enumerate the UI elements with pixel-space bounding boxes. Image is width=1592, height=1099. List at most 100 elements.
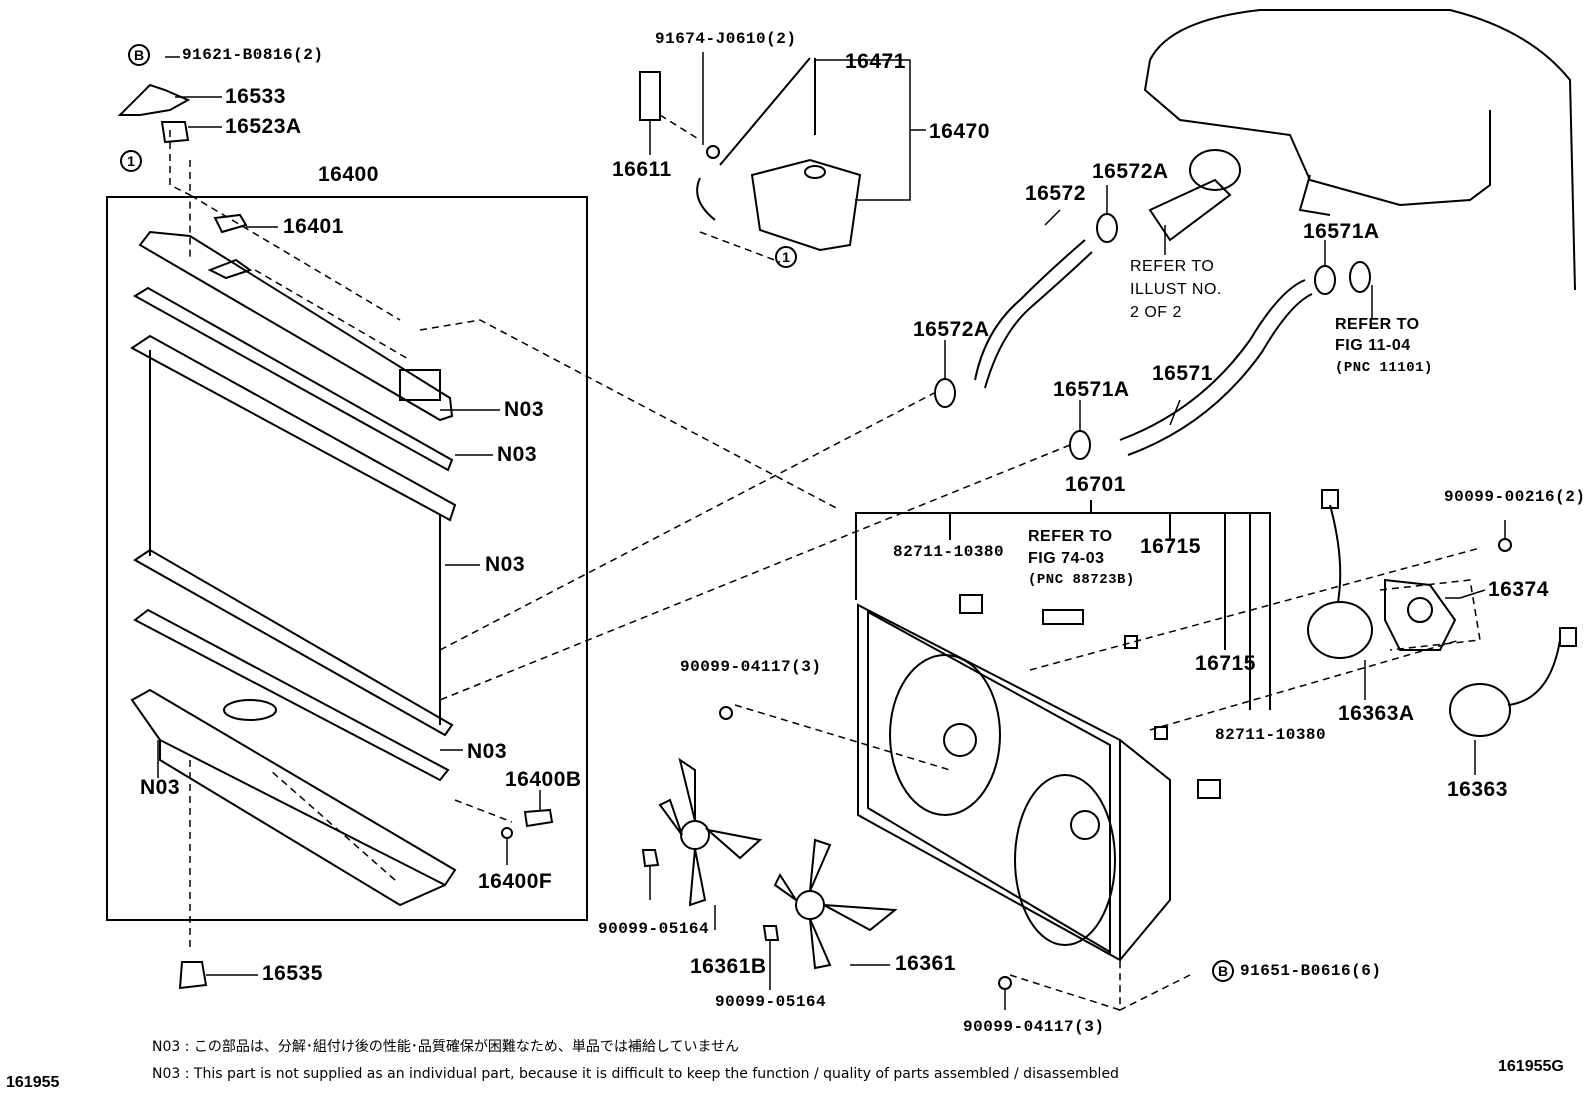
bolt	[1498, 538, 1512, 552]
cushion-16535	[178, 961, 208, 990]
nut	[762, 925, 780, 941]
radiator-cap	[213, 213, 248, 234]
label-16701: 16701	[1065, 473, 1126, 496]
drain-cock	[523, 808, 554, 828]
hose-clamp	[934, 378, 956, 408]
label-16715-a: 16715	[1140, 535, 1201, 558]
label-16470: 16470	[929, 120, 990, 143]
fan-assembly-bracket	[855, 512, 1271, 710]
bolt	[998, 976, 1012, 990]
water-outlet	[1148, 178, 1232, 242]
note-english: N03 : This part is not supplied as an in…	[152, 1066, 1119, 1082]
ref-fig7403-2: FIG 74-03	[1028, 550, 1105, 567]
label-n03-core: N03	[485, 553, 526, 576]
callout-b-lower: B	[1212, 960, 1234, 982]
label-16533: 16533	[225, 85, 286, 108]
fan-16361	[773, 838, 898, 970]
label-90099-00216: 90099-00216(2)	[1444, 488, 1586, 506]
label-16571a-low: 16571A	[1053, 378, 1130, 401]
label-pnc-88723b	[1042, 609, 1084, 625]
reservoir-bracket	[639, 71, 661, 121]
ref-fig7403-1: REFER TO	[1028, 528, 1113, 545]
label-90099-05164-b: 90099-05164	[715, 993, 827, 1011]
cushion-16523A	[160, 121, 190, 144]
bolt	[719, 706, 733, 720]
label-16523a: 16523A	[225, 115, 302, 138]
hose-clamp	[1069, 430, 1091, 460]
label-16361: 16361	[895, 952, 956, 975]
radiator-core	[130, 334, 457, 737]
label-90099-04117-b: 90099-04117(3)	[963, 1018, 1105, 1036]
lower-gasket	[133, 608, 450, 782]
reservoir-tank	[750, 158, 862, 252]
clip-16715-b	[1154, 726, 1168, 740]
lower-radiator-hose	[1119, 279, 1306, 441]
ref-fig1104-3: (PNC 11101)	[1335, 360, 1433, 376]
drain-oring	[501, 827, 513, 839]
label-16572: 16572	[1025, 182, 1086, 205]
label-90099-04117-a: 90099-04117(3)	[680, 658, 822, 676]
label-n03-upper-gasket: N03	[497, 443, 538, 466]
ref-illust-2: ILLUST NO.	[1130, 281, 1222, 298]
label-82711-10380-a: 82711-10380	[893, 543, 1005, 561]
ref-fig7403-3: (PNC 88723B)	[1028, 572, 1135, 588]
label-16572a-low: 16572A	[913, 318, 990, 341]
label-91621-b0816: 91621-B0816(2)	[182, 46, 324, 64]
label-16535: 16535	[262, 962, 323, 985]
figure-id-right: 161955G	[1498, 1058, 1564, 1075]
engine-outline	[1149, 9, 1576, 291]
label-16400: 16400	[318, 163, 379, 186]
ref-illust-1: REFER TO	[1130, 258, 1215, 275]
label-16715-b: 16715	[1195, 652, 1256, 675]
fan-motor-16363	[1449, 627, 1577, 737]
label-16363: 16363	[1447, 778, 1508, 801]
clip-82711-a	[959, 594, 983, 614]
callout-1-left: 1	[120, 150, 142, 172]
reservoir-hose	[696, 177, 716, 221]
fan-motor-16363A	[1307, 489, 1373, 659]
hose-clamp	[1314, 265, 1336, 295]
nut	[641, 849, 660, 868]
label-16374: 16374	[1488, 578, 1549, 601]
label-n03-upper-tank: N03	[504, 398, 545, 421]
clip-16715-a	[1124, 635, 1138, 649]
label-16471: 16471	[845, 50, 906, 73]
hose-clamp	[1096, 213, 1118, 243]
label-16571: 16571	[1152, 362, 1213, 385]
label-16572a-top: 16572A	[1092, 160, 1169, 183]
bolt	[706, 145, 720, 159]
label-90099-05164-a: 90099-05164	[598, 920, 710, 938]
radiator-upper-tank	[138, 230, 454, 422]
label-n03-lower-gasket: N03	[467, 740, 508, 763]
label-16611: 16611	[612, 158, 672, 181]
radiator-lower-tank	[130, 688, 457, 907]
clip-82711-b	[1197, 779, 1221, 799]
ref-fig1104-2: FIG 11-04	[1335, 337, 1411, 354]
radiator-assembly-frame	[106, 196, 588, 921]
label-91651-b0616: 91651-B0616(6)	[1240, 962, 1382, 980]
label-16401: 16401	[283, 215, 344, 238]
label-n03-lower-tank: N03	[140, 776, 181, 799]
upper-gasket	[133, 286, 454, 472]
fan-16361B	[658, 757, 763, 907]
upper-radiator-hose	[974, 239, 1086, 381]
fan-shroud	[857, 603, 1171, 962]
overflow-pipe	[719, 57, 811, 166]
label-91674-j0610: 91674-J0610(2)	[655, 30, 797, 48]
label-82711-10380-b: 82711-10380	[1215, 726, 1327, 744]
motor-cover-16374	[1384, 578, 1457, 651]
bracket-16533	[117, 83, 191, 116]
label-16400b: 16400B	[505, 768, 582, 791]
note-japanese: N03 : この部品は、分解･組付け後の性能･品質確保が困難なため、単品では補給…	[152, 1039, 740, 1055]
label-16571a-top: 16571A	[1303, 220, 1380, 243]
callout-b: B	[128, 44, 150, 66]
label-16400f: 16400F	[478, 870, 553, 893]
callout-1-right: 1	[775, 246, 797, 268]
figure-id-left: 161955	[6, 1074, 60, 1091]
label-16361b: 16361B	[690, 955, 767, 978]
label-16363a: 16363A	[1338, 702, 1415, 725]
ref-illust-3: 2 OF 2	[1130, 304, 1182, 321]
ref-fig1104-1: REFER TO	[1335, 316, 1420, 333]
